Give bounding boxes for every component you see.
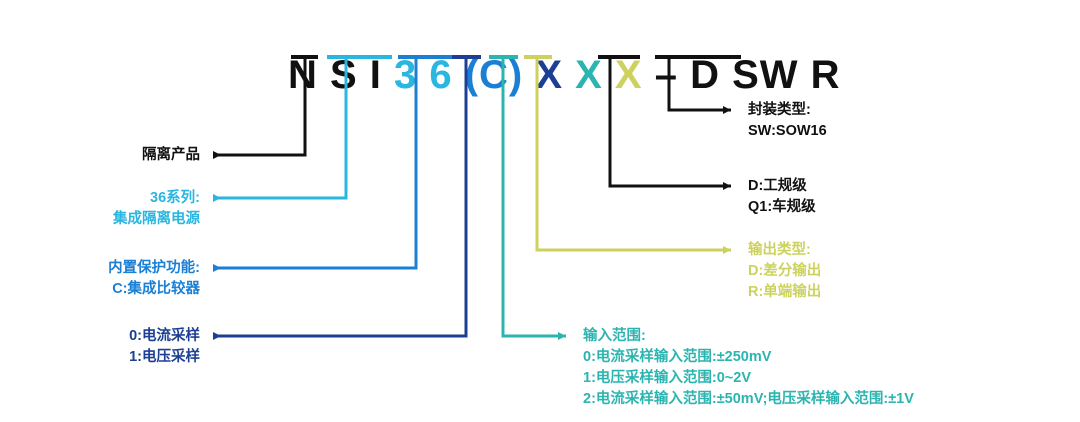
- callout-sampling-line-1: 0:电流采样: [129, 328, 200, 344]
- leader-series-36: [213, 57, 348, 202]
- part-number-segment-sw: SW: [732, 53, 811, 97]
- callout-grade: D:工规级 Q1:车规级: [748, 176, 816, 218]
- part-number-segment-x2: X: [575, 53, 615, 97]
- callout-package-type-line-1: 封装类型:: [748, 102, 811, 118]
- callout-protection-line-2: C:集成比较器: [112, 281, 200, 298]
- leader-sampling: [213, 57, 468, 340]
- leader-output-type: [535, 57, 731, 254]
- callout-isolated-product-line-1: 隔离产品: [142, 147, 200, 163]
- callout-isolated-product: 隔离产品: [142, 145, 200, 166]
- callout-input-range-line-3: 1:电压采样输入范围:0~2V: [583, 370, 751, 387]
- leader-grade: [608, 57, 731, 190]
- callout-protection: 内置保护功能: C:集成比较器: [108, 258, 200, 300]
- callout-grade-line-2: Q1:车规级: [748, 199, 816, 216]
- callout-sampling-line-2: 1:电压采样: [129, 349, 200, 366]
- callout-input-range: 输入范围: 0:电流采样输入范围:±250mV 1:电压采样输入范围:0~2V …: [583, 326, 914, 410]
- callout-series-36-line-2: 集成隔离电源: [113, 211, 200, 228]
- leader-package-type: [667, 57, 731, 114]
- part-number-segment-dash: –: [654, 53, 691, 97]
- callout-output-type-line-1: 输出类型:: [748, 242, 811, 258]
- callout-package-type-line-2: SW:SOW16: [748, 123, 827, 140]
- part-number-segment-r: R: [810, 53, 841, 97]
- part-number-segment-36: 3 6: [393, 53, 465, 97]
- part-number-segment-x3: X: [614, 53, 655, 97]
- callout-protection-line-1: 内置保护功能:: [108, 260, 200, 276]
- callout-package-type: 封装类型: SW:SOW16: [748, 100, 827, 142]
- callout-output-type-line-2: D:差分输出: [748, 263, 822, 280]
- part-number-segment-d: D: [690, 53, 733, 97]
- part-number-segment-nsi: N S I: [287, 53, 394, 97]
- callout-output-type-line-3: R:单端输出: [748, 284, 822, 301]
- leader-input-range: [501, 57, 566, 340]
- callout-input-range-line-2: 0:电流采样输入范围:±250mV: [583, 349, 772, 366]
- leader-protection: [213, 57, 418, 272]
- part-number-segment-c: (C): [464, 53, 536, 97]
- callout-series-36: 36系列: 集成隔离电源: [113, 188, 200, 230]
- part-number-segment-x1: X: [535, 53, 576, 97]
- callout-output-type: 输出类型: D:差分输出 R:单端输出: [748, 240, 821, 303]
- leader-isolated-product: [213, 57, 307, 159]
- callout-series-36-line-1: 36系列:: [150, 190, 200, 206]
- callout-grade-line-1: D:工规级: [748, 178, 807, 194]
- part-number-title: N S I 3 6 (C) X X X – D SW R: [0, 8, 1080, 143]
- callout-input-range-line-1: 输入范围:: [583, 328, 646, 344]
- callout-input-range-line-4: 2:电流采样输入范围:±50mV;电压采样输入范围:±1V: [583, 391, 914, 408]
- callout-sampling: 0:电流采样 1:电压采样: [129, 326, 200, 368]
